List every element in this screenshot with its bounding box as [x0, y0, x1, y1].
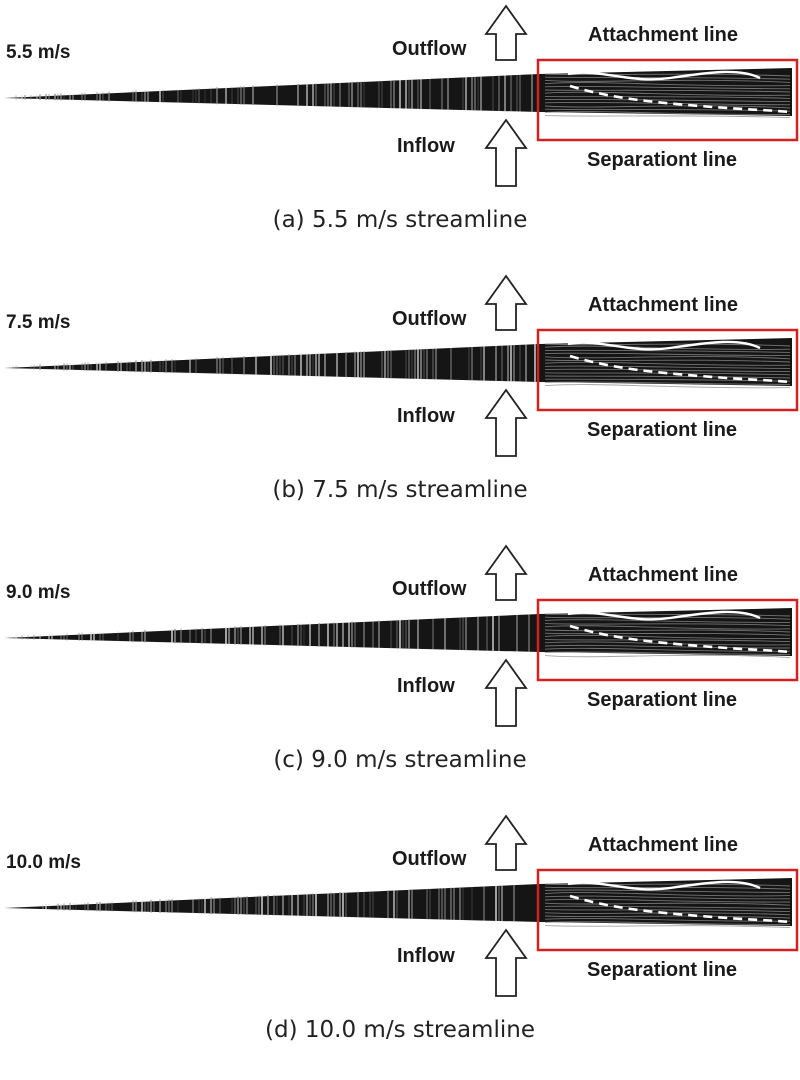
panel-caption: (c) 9.0 m/s streamline	[273, 747, 527, 773]
attachment-line-curve	[567, 880, 761, 891]
surface-streaks	[42, 885, 515, 922]
separation-region-box	[536, 598, 799, 682]
outflow-arrow-icon	[484, 4, 528, 61]
inflow-label: Inflow	[397, 945, 455, 967]
separation-region-box	[536, 328, 799, 412]
attachment-line-label: Attachment line	[588, 24, 739, 46]
attachment-line-label: Attachment line	[588, 834, 739, 856]
panel-caption: (b) 7.5 m/s streamline	[272, 477, 528, 503]
inflow-arrow-icon	[484, 928, 528, 997]
panel-caption: (d) 10.0 m/s streamline	[265, 1017, 535, 1043]
separation-line-label: Separationt line	[587, 959, 738, 981]
surface-streaks	[15, 614, 539, 652]
blade-streamline-diagram	[4, 274, 799, 457]
speed-label: 9.0 m/s	[6, 582, 71, 603]
outflow-arrow-icon	[484, 814, 528, 871]
outflow-arrow-icon	[484, 274, 528, 331]
inflow-label: Inflow	[397, 135, 455, 157]
separation-line-curve	[569, 624, 791, 654]
attachment-line-curve	[567, 70, 761, 81]
separation-region-box	[536, 868, 799, 952]
separation-region-box	[536, 58, 799, 142]
outflow-label: Outflow	[392, 578, 467, 600]
separation-line-label: Separationt line	[587, 419, 738, 441]
speed-label: 10.0 m/s	[6, 852, 81, 873]
inflow-label: Inflow	[397, 405, 455, 427]
outflow-label: Outflow	[392, 308, 467, 330]
inflow-arrow-icon	[484, 388, 528, 457]
speed-label: 7.5 m/s	[6, 312, 71, 333]
blade-surface	[4, 878, 792, 926]
attachment-line-label: Attachment line	[588, 294, 739, 316]
blade-surface	[4, 68, 792, 116]
surface-streaks	[12, 344, 539, 382]
inflow-arrow-icon	[484, 658, 528, 727]
inflow-arrow-icon	[484, 118, 528, 187]
separation-line-curve	[569, 84, 791, 114]
attachment-line-curve	[567, 340, 761, 351]
blade-surface	[4, 608, 792, 656]
outflow-label: Outflow	[392, 38, 467, 60]
separation-line-label: Separationt line	[587, 689, 738, 711]
blade-streamline-diagram	[4, 814, 799, 997]
surface-streaks	[15, 74, 533, 112]
separation-line-curve	[569, 894, 791, 924]
blade-surface	[4, 338, 792, 386]
inflow-label: Inflow	[397, 675, 455, 697]
attachment-line-label: Attachment line	[588, 564, 739, 586]
attachment-line-curve	[567, 610, 761, 621]
separation-line-label: Separationt line	[587, 149, 738, 171]
panel-caption: (a) 5.5 m/s streamline	[272, 207, 528, 233]
outflow-label: Outflow	[392, 848, 467, 870]
blade-streamline-diagram	[4, 4, 799, 187]
outflow-arrow-icon	[484, 544, 528, 601]
speed-label: 5.5 m/s	[6, 42, 71, 63]
separation-line-curve	[569, 354, 791, 384]
blade-streamline-diagram	[4, 544, 799, 727]
